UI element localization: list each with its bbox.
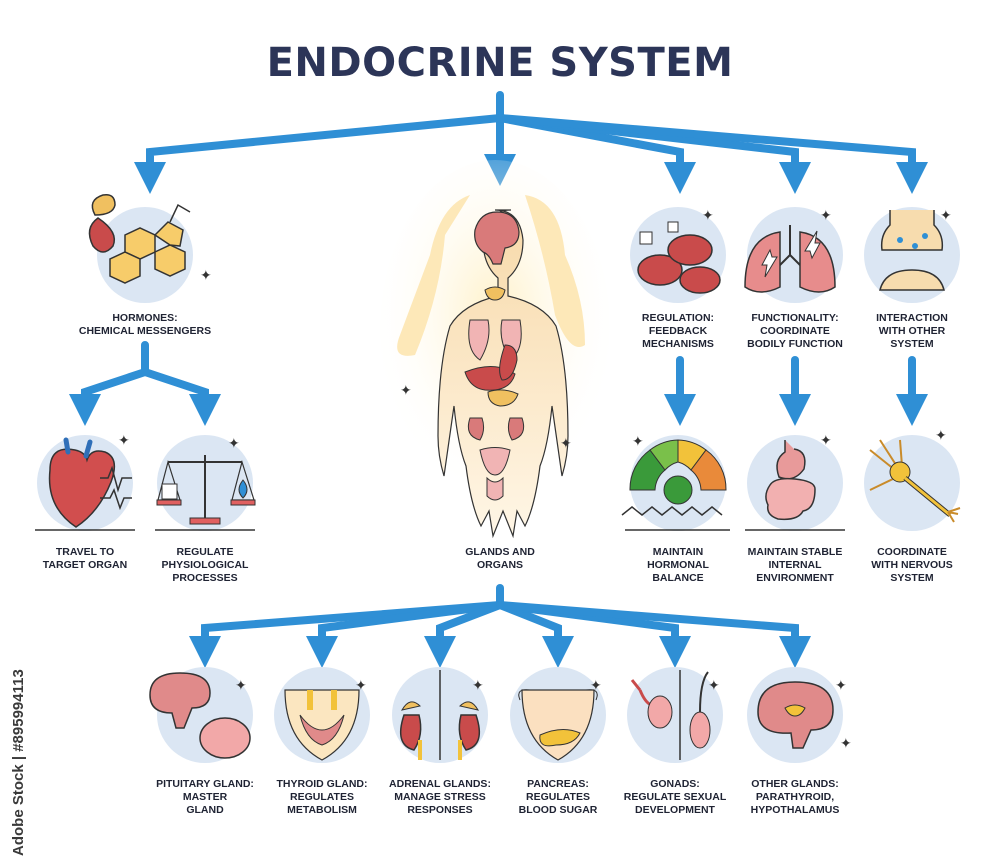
svg-text:✦: ✦ xyxy=(702,207,714,223)
stock-watermark: Adobe Stock | #895994113 xyxy=(8,620,32,860)
svg-text:✦: ✦ xyxy=(840,735,852,751)
reproductive-organs-icon: ✦ xyxy=(627,667,723,763)
label-glands-organs: GLANDS AND ORGANS xyxy=(465,546,535,571)
svg-text:✦: ✦ xyxy=(632,433,644,449)
red-blood-cells-icon: ✦ xyxy=(630,207,726,303)
label-adrenal: ADRENAL GLANDS: MANAGE STRESS RESPONSES xyxy=(389,778,491,816)
brain-icon: ✦ ✦ xyxy=(747,667,852,763)
svg-text:✦: ✦ xyxy=(820,207,832,223)
label-regulate-processes: REGULATE PHYSIOLOGICAL PROCESSES xyxy=(161,546,249,584)
svg-text:✦: ✦ xyxy=(940,207,952,223)
label-nervous: COORDINATE WITH NERVOUS SYSTEM xyxy=(871,546,953,584)
label-travel: TRAVEL TO TARGET ORGAN xyxy=(42,546,128,571)
stock-watermark-text: Adobe Stock | #895994113 xyxy=(10,669,27,856)
digestive-system-icon: ✦ xyxy=(745,432,845,531)
svg-text:✦: ✦ xyxy=(590,677,602,693)
kidney-hormone-molecule-icon: ✦ xyxy=(88,193,212,303)
svg-text:✦: ✦ xyxy=(400,382,412,398)
svg-text:✦: ✦ xyxy=(235,677,247,693)
label-pancreas: PANCREAS: REGULATES BLOOD SUGAR xyxy=(518,778,598,816)
svg-text:✦: ✦ xyxy=(835,677,847,693)
thyroid-icon: ✦ xyxy=(274,667,370,763)
label-gonads: GONADS: REGULATE SEXUAL DEVELOPMENT xyxy=(623,778,727,816)
label-other: OTHER GLANDS: PARATHYROID, HYPOTHALAMUS xyxy=(750,778,840,816)
label-hormonal-balance: MAINTAIN HORMONAL BALANCE xyxy=(647,546,709,584)
svg-text:✦: ✦ xyxy=(355,677,367,693)
svg-text:✦: ✦ xyxy=(472,677,484,693)
balance-scale-icon: ✦ xyxy=(155,435,256,531)
lungs-icon: ✦ xyxy=(744,207,843,303)
label-thyroid: THYROID GLAND: REGULATES METABOLISM xyxy=(276,778,368,816)
heart-pulse-icon: ✦ xyxy=(35,432,135,531)
pancreas-icon: ✦ xyxy=(510,667,606,763)
label-interaction: INTERACTION WITH OTHER SYSTEM xyxy=(876,312,948,350)
neuron-icon: ✦ xyxy=(864,427,961,531)
label-pituitary: PITUITARY GLAND: MASTER GLAND xyxy=(156,778,254,816)
label-functionality: FUNCTIONALITY: COORDINATE BODILY FUNCTIO… xyxy=(747,312,843,350)
page-title: ENDOCRINE SYSTEM xyxy=(266,40,734,86)
svg-text:✦: ✦ xyxy=(935,427,947,443)
brain-pituitary-icon: ✦ xyxy=(149,667,253,763)
label-hormones: HORMONES: CHEMICAL MESSENGERS xyxy=(78,312,212,337)
svg-text:✦: ✦ xyxy=(228,435,240,451)
svg-text:✦: ✦ xyxy=(820,432,832,448)
svg-text:✦: ✦ xyxy=(118,432,130,448)
female-body-organs-icon: ✦ ✦ xyxy=(380,160,610,539)
svg-text:✦: ✦ xyxy=(708,677,720,693)
adrenal-kidneys-icon: ✦ xyxy=(392,667,488,763)
svg-text:✦: ✦ xyxy=(560,435,572,451)
balance-gauge-icon: ✦ xyxy=(621,433,730,531)
svg-text:✦: ✦ xyxy=(200,267,212,283)
top-branch-arrows xyxy=(69,91,928,668)
synapse-icon: ✦ xyxy=(864,207,960,303)
label-regulation: REGULATION: FEEDBACK MECHANISMS xyxy=(641,312,715,350)
label-stable-env: MAINTAIN STABLE INTERNAL ENVIRONMENT xyxy=(747,546,843,584)
